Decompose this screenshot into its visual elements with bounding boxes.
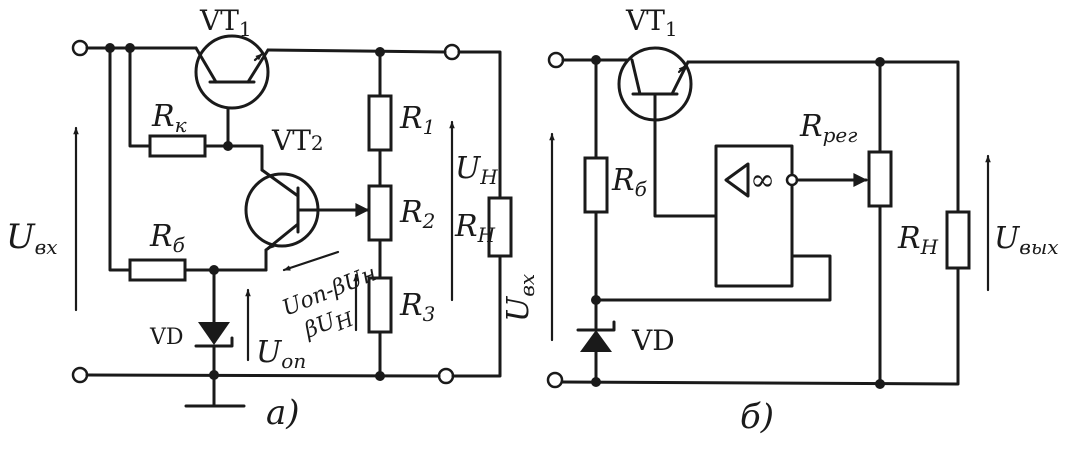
wire-a-bottom-rail <box>85 373 441 378</box>
wire-a-left-vertical <box>108 46 132 272</box>
circuit-a: VT1 VT2 Rк Rб R1 R2 R3 UН RН VD Uвх Uоп … <box>6 4 513 433</box>
terminal-a-out-bottom <box>437 367 455 385</box>
wire-b-bottom-rail <box>560 266 960 386</box>
label-rk: Rк <box>151 99 187 137</box>
zener-diode-vd-a <box>194 322 234 348</box>
label-rreg: Rрег <box>799 109 857 147</box>
transistor-vt2 <box>244 168 370 252</box>
junction-a-4 <box>223 141 233 151</box>
label-rb-a: Rб <box>149 219 186 257</box>
terminal-a-in-bottom <box>71 366 89 384</box>
label-u-in-a: Uвх <box>6 217 58 259</box>
resistor-rk <box>148 134 207 158</box>
wire-a-bottom-load <box>451 254 502 378</box>
junction-b-4 <box>591 377 601 387</box>
label-vt2: VT2 <box>271 124 324 157</box>
junction-a-5 <box>209 265 219 275</box>
wire-a-rk-feed <box>128 46 152 148</box>
junction-a-3 <box>375 47 385 57</box>
label-u-out: Uвых <box>994 221 1059 259</box>
label-u-in-b: Uвх <box>501 274 539 322</box>
caption-b: б) <box>740 397 774 437</box>
resistor-rb-b <box>583 156 609 214</box>
resistor-rn-a <box>487 196 513 258</box>
label-vt1-b: VT1 <box>625 4 678 41</box>
wire-b-vt1-base <box>653 92 718 218</box>
caption-a: а) <box>266 393 300 433</box>
resistor-r1 <box>367 94 393 152</box>
circuit-b: ∞ VT1 Rб Rрег RН Uвх Uвых VD б) <box>501 4 1059 437</box>
label-rn-b: RН <box>897 221 939 259</box>
junction-b-3 <box>591 295 601 305</box>
opamp-triangle-icon <box>724 162 750 198</box>
label-vd-a: VD <box>149 325 184 350</box>
resistor-rreg <box>867 150 893 208</box>
resistor-r2 <box>367 184 393 242</box>
junction-a-1 <box>105 43 115 53</box>
terminal-a-out-top <box>443 43 461 61</box>
junction-b-2 <box>875 57 885 67</box>
label-u-load-a: UН <box>455 151 498 189</box>
junction-b-5 <box>875 379 885 389</box>
label-vd-b: VD <box>631 324 675 357</box>
label-vt1-a: VT1 <box>199 4 252 41</box>
arrow-u-diff <box>282 250 340 272</box>
terminal-a-in-top <box>71 39 89 57</box>
junction-a-7 <box>375 371 385 381</box>
junction-a-6 <box>209 370 219 380</box>
label-rn-a: RН <box>454 209 496 247</box>
opamp-infinity: ∞ <box>750 163 775 198</box>
junction-a-2 <box>125 43 135 53</box>
wire-a-rk-out <box>203 144 264 172</box>
resistor-rb-a <box>128 258 187 282</box>
zener-diode-vd-b <box>576 320 616 352</box>
resistor-rn-b <box>945 210 971 270</box>
transistor-vt1-a <box>194 34 270 110</box>
label-rb-b: Rб <box>611 163 648 201</box>
label-u-ref: Uоп <box>256 335 306 373</box>
terminal-b-in-bottom <box>546 371 564 389</box>
label-r3: R3 <box>399 288 435 326</box>
junction-b-1 <box>591 55 601 65</box>
label-r1: R1 <box>399 101 435 139</box>
wire-a-top-load <box>457 50 502 200</box>
wire-b-top-right <box>686 60 960 214</box>
label-r2: R2 <box>399 195 435 233</box>
terminal-b-in-top <box>547 51 565 69</box>
wire-a-top-right <box>266 48 447 54</box>
opamp-box <box>714 144 794 288</box>
wire-b-ref-feed <box>594 254 832 302</box>
